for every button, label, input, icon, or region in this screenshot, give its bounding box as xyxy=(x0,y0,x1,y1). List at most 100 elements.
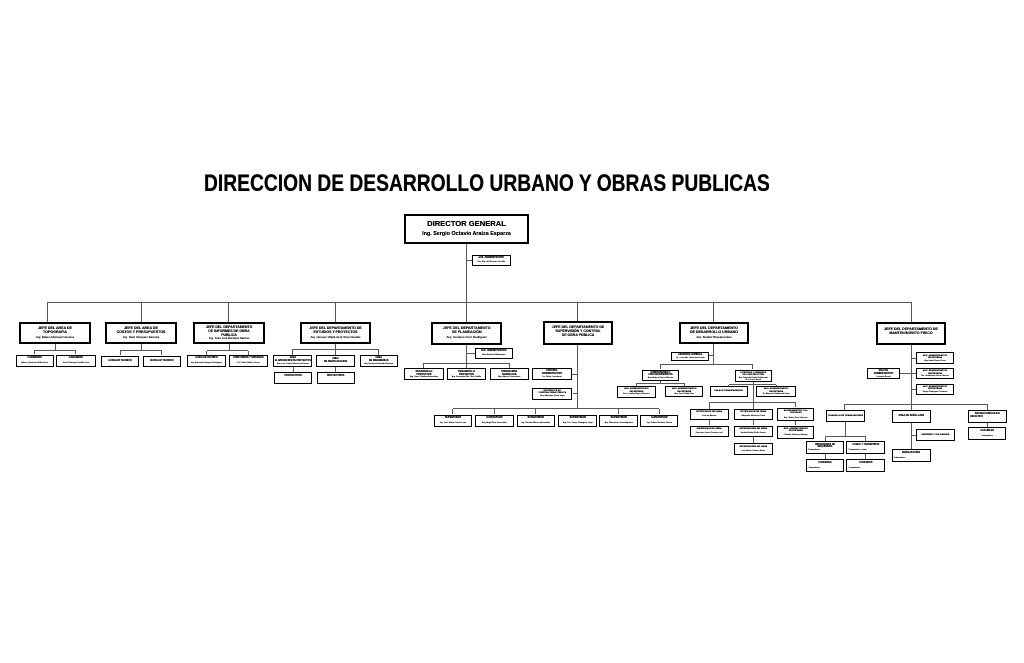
org-box-title: SUPERVISOR xyxy=(641,416,677,420)
org-box-name: Trabajadores xyxy=(807,449,843,451)
org-box-name: Alejandro Martinez Prieto xyxy=(735,415,772,417)
org-box-name: Ing. Armando Vazquez Rodriguez xyxy=(188,362,225,364)
connector-line xyxy=(577,302,579,321)
connector-line xyxy=(911,434,916,436)
connector-line xyxy=(986,404,988,411)
org-box-text: CHOFERES xyxy=(859,460,873,464)
org-box-text: DE PLANEACIÓN xyxy=(451,330,482,335)
connector-line xyxy=(910,344,912,405)
connector-line xyxy=(206,350,207,355)
org-box-title: AUX. ADMINISTRATIVO xyxy=(476,350,512,353)
org-box-text: CONCURSOS Y SISTEMAS xyxy=(232,356,264,360)
org-box-text: FRACCIONAMIENTOS xyxy=(648,374,673,377)
connector-line xyxy=(54,344,56,351)
connector-line xyxy=(636,382,685,384)
connector-line xyxy=(423,363,424,369)
org-box-text: Ma. Guadalupe Garcia Giacinti xyxy=(921,375,949,378)
connector-line xyxy=(335,349,336,355)
connector-line xyxy=(75,350,77,355)
connector-line xyxy=(466,244,468,302)
org-box-text: Lic. Erika Castañeda xyxy=(542,375,562,378)
connector-line xyxy=(572,392,578,394)
connector-line xyxy=(825,435,866,437)
connector-line xyxy=(844,404,846,411)
org-box-text: JEFE DEL DEPARTAMENTO xyxy=(442,326,491,331)
org-box-name: Trabajadores xyxy=(969,435,1005,437)
connector-line xyxy=(824,454,826,460)
org-box-text: Arq. Beatriz Bracamontes xyxy=(696,334,732,339)
org-box-text: Ing. Noel Vazquez Zamora xyxy=(122,335,160,340)
org-box-name: Francisco Javier Fuentes Leal xyxy=(691,432,728,434)
org-box-title: PROYECTISTA xyxy=(275,374,311,378)
org-box-text: SECRETARIA xyxy=(928,388,943,391)
connector-line xyxy=(228,302,229,322)
connector-line xyxy=(728,384,777,386)
org-box-text: HERRERIA Y SOLDADURA xyxy=(921,434,950,437)
org-box-text: AREA xyxy=(289,357,297,360)
org-box-title: CONCURSOS Y SISTEMAS xyxy=(230,356,267,360)
org-box-text: Arq. Fernando Mtz. Rios Cedillo xyxy=(451,376,482,379)
connector-line xyxy=(752,402,754,409)
connector-line xyxy=(466,363,468,369)
org-box-text: Arq. Alejandro Rivas Vega xyxy=(540,394,565,397)
org-box-auxiliar-tecnico-costos-2: AUXILIAR TECNICO xyxy=(142,355,181,367)
org-box-title: ALBAÑILES xyxy=(969,430,1005,433)
org-box-text: DE CONSTRUCCIÓN xyxy=(742,374,764,377)
connector-line xyxy=(535,408,537,415)
connector-line xyxy=(865,454,867,460)
org-box-name: Ing. Sergio Octavio Araiza Esparza xyxy=(406,231,527,237)
org-box-text: Sra. Ma. del Rosario Castillo xyxy=(477,260,506,263)
org-box-text: ASESORIA JURIDICA xyxy=(678,352,703,356)
org-box-text: Ing. Armando Vazquez Rodriguez xyxy=(191,361,222,364)
org-box-text: SUPERVISOR xyxy=(569,416,586,420)
org-box-text: PROYECTOS xyxy=(459,372,474,376)
connector-line xyxy=(900,373,912,375)
org-box-name: Arq. Beatriz Bracamontes xyxy=(681,334,747,340)
org-box-text: PROYECTISTA xyxy=(326,374,345,377)
connector-line xyxy=(206,350,249,351)
org-box-text: Ing. Ricardo Blanco Hernandez xyxy=(521,421,551,424)
connector-line xyxy=(658,408,660,415)
org-box-title: AUXILIAR TECNICO xyxy=(144,359,181,363)
org-box-title: SUPERVISORES DE OBRA xyxy=(735,428,772,431)
org-box-proyectista-1: PROYECTISTA xyxy=(274,372,313,385)
connector-line xyxy=(752,436,754,444)
org-box-text: PUBLICA xyxy=(221,333,237,338)
org-box-text: Arq. Angel Ruiz Fernandez xyxy=(482,421,507,424)
org-box-name: Arq. Manuel de Jesus Aguilera xyxy=(600,422,637,424)
org-box-name: Arq. Angel Ruiz Fernandez xyxy=(476,422,513,424)
connector-line xyxy=(334,302,336,322)
connector-line xyxy=(709,355,714,357)
org-box-text: OPERADORES DE xyxy=(814,443,836,446)
org-box-title: SUPERVISORES DE OBRA xyxy=(735,446,772,449)
org-box-title: SUPERVISOR DE OBRA xyxy=(691,428,728,431)
org-box-name: Sra. Lourdes Reyes Ramirez xyxy=(618,393,655,395)
connector-line xyxy=(34,349,76,351)
org-box-text: AREA xyxy=(332,357,339,361)
org-box-name: Trabajadores xyxy=(807,467,843,469)
org-box-name: Arq. Fernando Mtz. Rios Cedillo xyxy=(448,376,485,378)
org-box-name: Ma. Guadalupe Garcia Giacinti xyxy=(917,375,953,377)
org-box-text: JEFE DEL DEPARTAMENTO xyxy=(690,326,738,331)
org-box-text: CADENERO xyxy=(27,356,42,360)
org-box-title: INFORME DE AV.CUENTAS OBRA PÚBLICA xyxy=(533,390,571,395)
org-box-text: DE INGENIERIAS xyxy=(368,359,389,363)
org-box-text: Ing. Juan Martin Torres Luna xyxy=(439,421,467,424)
